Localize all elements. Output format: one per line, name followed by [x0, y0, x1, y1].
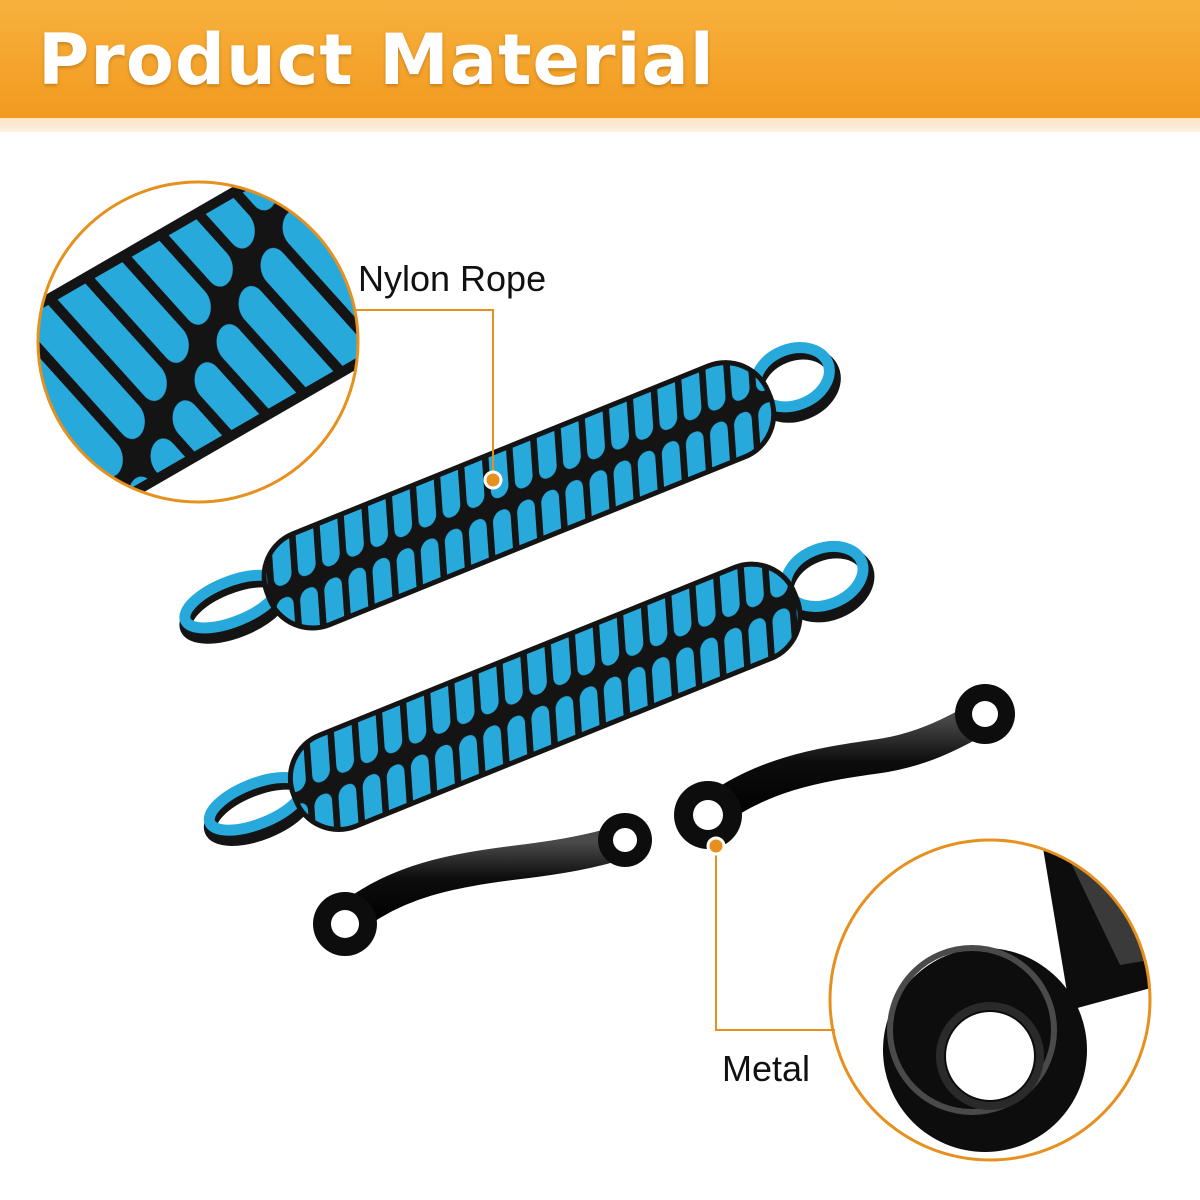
- metal-callout-line: [706, 836, 835, 1031]
- metal-bracket-2: [674, 684, 1015, 849]
- metal-label: Metal: [722, 1048, 811, 1089]
- header-banner: [0, 0, 1200, 118]
- metal-ring-closeup-icon: [828, 838, 1152, 1162]
- header-strip: [0, 118, 1200, 132]
- rope-callout-line: [355, 309, 503, 490]
- page-title: Product Material: [38, 19, 715, 101]
- nylon-rope-strap-2: [203, 540, 875, 846]
- nylon-rope-strap-1: [179, 342, 841, 644]
- nylon-rope-label: Nylon Rope: [358, 258, 547, 299]
- metal-bracket-1: [313, 813, 652, 956]
